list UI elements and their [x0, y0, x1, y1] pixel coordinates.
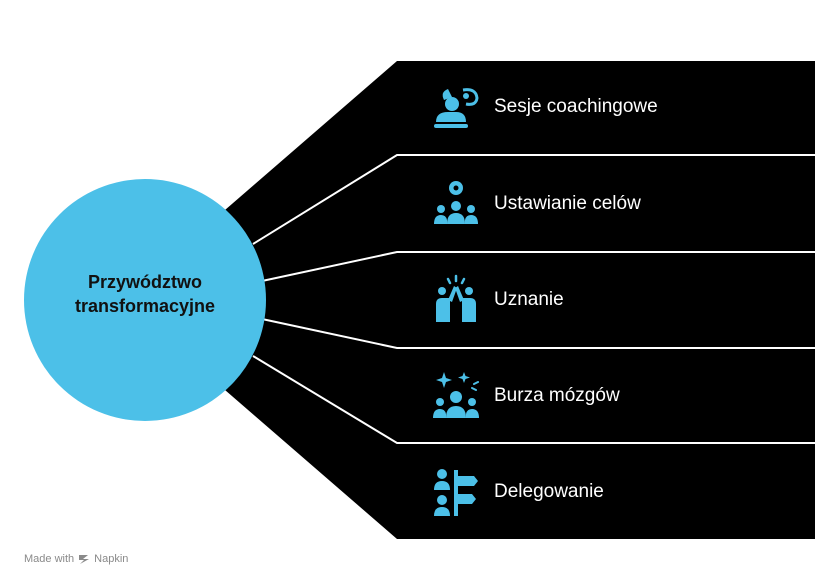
high-five-icon [436, 274, 476, 322]
napkin-logo-icon [79, 555, 90, 564]
item-label-recognition: Uznanie [494, 289, 564, 310]
footer-brand: Napkin [94, 553, 129, 565]
footer-credit: Made with Napkin [24, 553, 128, 565]
item-label-brainstorm: Burza mózgów [494, 385, 620, 406]
center-circle [24, 179, 266, 421]
coaching-person-icon [434, 88, 479, 128]
center-title: Przywództwo transformacyjne [25, 270, 265, 318]
item-label-delegation: Delegowanie [494, 481, 604, 502]
center-title-line1: Przywództwo [87, 272, 202, 292]
fan-dividers [252, 154, 815, 444]
item-label-goals: Ustawianie celów [494, 193, 641, 214]
footer-made-with: Made with [24, 553, 75, 565]
team-goal-icon [434, 181, 478, 224]
center-title-line2: transformacyjne [74, 296, 216, 316]
delegation-signpost-icon [434, 469, 478, 516]
brainstorm-group-icon [433, 372, 479, 418]
fan-panel [225, 61, 815, 539]
item-label-coaching: Sesje coachingowe [494, 96, 658, 117]
